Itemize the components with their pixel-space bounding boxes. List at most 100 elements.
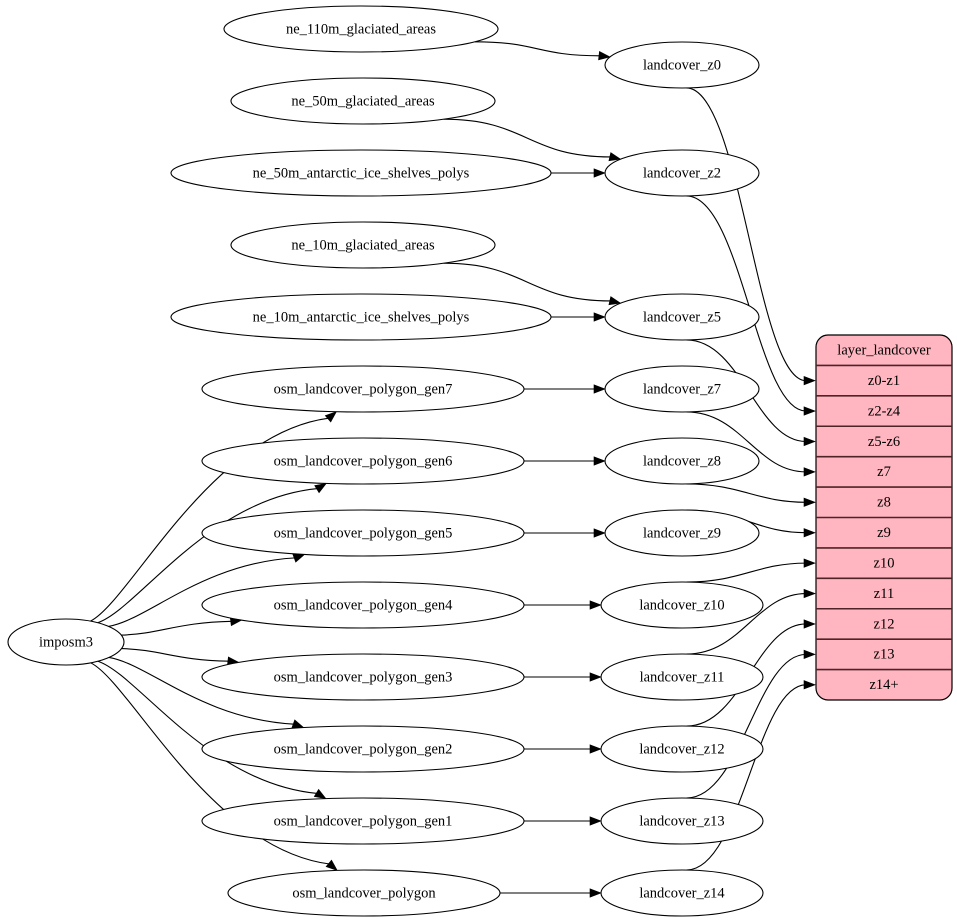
node-landcover_z2[interactable]: landcover_z2 xyxy=(604,149,760,197)
edge-arrowhead xyxy=(593,456,606,466)
edge-arrowhead xyxy=(803,528,816,538)
node-landcover_z5[interactable]: landcover_z5 xyxy=(604,293,760,341)
node-imposm3[interactable]: imposm3 xyxy=(7,618,125,666)
node-osm_landcover_polygon_gen2[interactable]: osm_landcover_polygon_gen2 xyxy=(201,725,525,773)
node-shape-landcover_z9 xyxy=(604,509,760,557)
edge-imposm3-to-osm_landcover_polygon_gen4 xyxy=(121,620,232,636)
edge-arrowhead xyxy=(803,467,816,477)
edge-arrowhead xyxy=(608,152,622,162)
node-shape-ne_50m_glaciated_areas xyxy=(230,77,496,125)
node-label-landcover_z11: landcover_z11 xyxy=(640,669,725,685)
layer-table-row-z5-z6[interactable]: z5-z6 xyxy=(868,434,900,450)
edge-arrowhead xyxy=(325,859,338,871)
node-shape-landcover_z8 xyxy=(604,437,760,485)
layer-table-header: layer_landcover xyxy=(837,343,931,359)
node-osm_landcover_polygon_gen6[interactable]: osm_landcover_polygon_gen6 xyxy=(201,437,525,485)
node-label-landcover_z5: landcover_z5 xyxy=(643,309,721,325)
edge-arrowhead xyxy=(314,482,327,494)
node-landcover_z8[interactable]: landcover_z8 xyxy=(604,437,760,485)
node-landcover_z9[interactable]: landcover_z9 xyxy=(604,509,760,557)
node-shape-ne_10m_glaciated_areas xyxy=(230,221,496,269)
layer-table-row-z12[interactable]: z12 xyxy=(874,616,895,632)
node-landcover_z12[interactable]: landcover_z12 xyxy=(600,725,764,773)
edge-ne_50m_glaciated_areas-to-landcover_z2 xyxy=(443,118,611,158)
node-ne_50m_glaciated_areas[interactable]: ne_50m_glaciated_areas xyxy=(230,77,496,125)
node-label-landcover_z14: landcover_z14 xyxy=(639,885,725,901)
node-shape-landcover_z11 xyxy=(600,653,764,701)
node-label-landcover_z7: landcover_z7 xyxy=(643,381,721,397)
node-label-osm_landcover_polygon_gen6: osm_landcover_polygon_gen6 xyxy=(274,453,453,469)
edge-arrowhead xyxy=(803,588,816,599)
node-label-ne_110m_glaciated_areas: ne_110m_glaciated_areas xyxy=(286,21,436,37)
node-shape-landcover_z10 xyxy=(600,581,764,629)
edge-arrowhead xyxy=(589,744,602,754)
layer-table-row-z13[interactable]: z13 xyxy=(874,647,895,663)
edge-imposm3-to-osm_landcover_polygon_gen3 xyxy=(121,648,229,662)
layer-table-row-z0-z1[interactable]: z0-z1 xyxy=(868,373,900,389)
node-shape-osm_landcover_polygon_gen6 xyxy=(201,437,525,485)
edge-arrowhead xyxy=(589,816,602,826)
layer-table-row-z9[interactable]: z9 xyxy=(877,525,891,541)
layer-table-row-z7[interactable]: z7 xyxy=(877,464,891,480)
node-landcover_z11[interactable]: landcover_z11 xyxy=(600,653,764,701)
edge-imposm3-to-osm_landcover_polygon_gen1 xyxy=(97,660,318,795)
node-landcover_z0[interactable]: landcover_z0 xyxy=(604,41,760,89)
node-landcover_z14[interactable]: landcover_z14 xyxy=(600,869,764,917)
node-label-landcover_z2: landcover_z2 xyxy=(643,165,721,181)
edge-arrowhead xyxy=(803,619,816,629)
edge-landcover_z8-to-layer_landcover-z8 xyxy=(686,483,807,503)
node-label-imposm3: imposm3 xyxy=(39,634,93,650)
layer-table-row-z2-z4[interactable]: z2-z4 xyxy=(868,403,901,419)
node-landcover_z13[interactable]: landcover_z13 xyxy=(600,797,764,845)
node-osm_landcover_polygon_gen5[interactable]: osm_landcover_polygon_gen5 xyxy=(201,509,525,557)
node-ne_10m_antarctic_ice_shelves_polys[interactable]: ne_10m_antarctic_ice_shelves_polys xyxy=(170,293,552,341)
edge-arrowhead xyxy=(313,788,327,800)
layer-table-row-z8[interactable]: z8 xyxy=(877,495,891,511)
edge-arrowhead xyxy=(593,384,606,394)
node-landcover_z7[interactable]: landcover_z7 xyxy=(604,365,760,413)
edge-arrowhead xyxy=(589,672,602,682)
edge-arrowhead xyxy=(608,296,622,306)
node-shape-osm_landcover_polygon xyxy=(227,869,501,917)
node-label-osm_landcover_polygon_gen1: osm_landcover_polygon_gen1 xyxy=(274,813,453,829)
node-shape-ne_10m_antarctic_ice_shelves_polys xyxy=(170,293,552,341)
node-osm_landcover_polygon[interactable]: osm_landcover_polygon xyxy=(227,869,501,917)
edge-arrowhead xyxy=(589,600,602,610)
edge-arrowhead xyxy=(803,436,816,447)
edge-imposm3-to-osm_landcover_polygon_gen7 xyxy=(90,417,329,622)
node-label-osm_landcover_polygon_gen3: osm_landcover_polygon_gen3 xyxy=(274,669,453,685)
node-label-landcover_z10: landcover_z10 xyxy=(639,597,724,613)
node-osm_landcover_polygon_gen4[interactable]: osm_landcover_polygon_gen4 xyxy=(201,581,525,629)
node-landcover_z10[interactable]: landcover_z10 xyxy=(600,581,764,629)
node-osm_landcover_polygon_gen3[interactable]: osm_landcover_polygon_gen3 xyxy=(201,653,525,701)
node-layer: ne_110m_glaciated_areas ne_50m_glaciated_… xyxy=(7,5,764,917)
edge-arrowhead xyxy=(292,553,306,563)
edge-arrowhead xyxy=(593,168,606,178)
edge-landcover_z11-to-layer_landcover-z11 xyxy=(686,592,807,655)
node-ne_50m_antarctic_ice_shelves_polys[interactable]: ne_50m_antarctic_ice_shelves_polys xyxy=(170,149,552,197)
edge-landcover_z2-to-layer_landcover-z2-z4 xyxy=(686,195,807,412)
node-ne_110m_glaciated_areas[interactable]: ne_110m_glaciated_areas xyxy=(223,5,499,53)
edge-arrowhead xyxy=(598,51,611,61)
node-ne_10m_glaciated_areas[interactable]: ne_10m_glaciated_areas xyxy=(230,221,496,269)
node-osm_landcover_polygon_gen7[interactable]: osm_landcover_polygon_gen7 xyxy=(201,365,525,413)
edge-landcover_z0-to-layer_landcover-z0-z1 xyxy=(686,87,807,382)
edge-imposm3-to-osm_landcover_polygon xyxy=(90,662,330,865)
node-shape-landcover_z5 xyxy=(604,293,760,341)
layer-table-row-z10[interactable]: z10 xyxy=(874,555,895,571)
edge-imposm3-to-osm_landcover_polygon_gen2 xyxy=(108,656,295,725)
node-shape-landcover_z13 xyxy=(600,797,764,845)
edge-arrowhead xyxy=(291,719,305,729)
node-label-landcover_z13: landcover_z13 xyxy=(639,813,724,829)
layer-table-row-z11[interactable]: z11 xyxy=(874,586,894,602)
node-shape-ne_110m_glaciated_areas xyxy=(223,5,499,53)
edge-landcover_z14-to-layer_landcover-z14+ xyxy=(686,684,807,871)
edge-ne_110m_glaciated_areas-to-landcover_z0 xyxy=(474,41,600,57)
node-shape-osm_landcover_polygon_gen2 xyxy=(201,725,525,773)
edge-arrowhead xyxy=(324,411,338,423)
node-osm_landcover_polygon_gen1[interactable]: osm_landcover_polygon_gen1 xyxy=(201,797,525,845)
layer-landcover-table: layer_landcover z0-z1 z2-z4 z5-z6 z7 z8 z9 z10 z… xyxy=(815,334,953,701)
node-shape-landcover_z12 xyxy=(600,725,764,773)
layer-table-row-z14+[interactable]: z14+ xyxy=(869,677,898,693)
